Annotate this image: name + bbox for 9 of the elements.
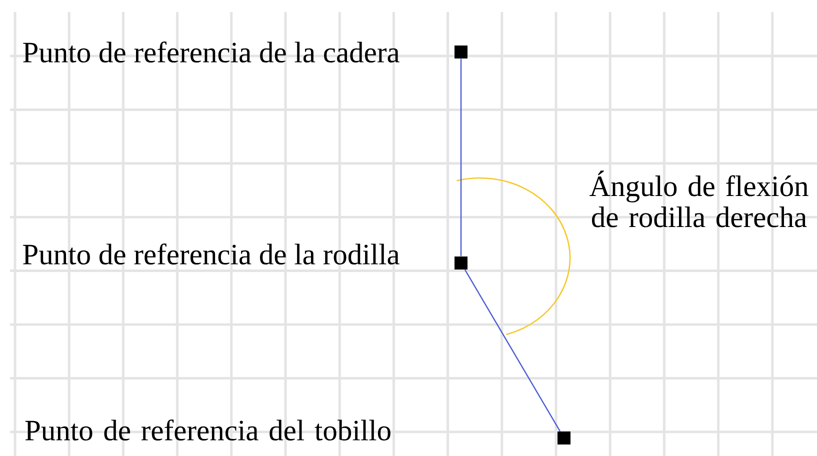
marker-square bbox=[558, 432, 570, 444]
marker-square bbox=[454, 256, 468, 270]
text-label: Ángulo de flexión de rodilla derecha bbox=[590, 170, 808, 228]
point-label: Punto de referencia de la rodilla bbox=[23, 243, 400, 265]
text-label: Punto de referencia del tobillo bbox=[25, 419, 390, 441]
marker-square bbox=[454, 46, 468, 58]
limb-line bbox=[460, 58, 462, 256]
point-label: Punto de referencia de la cadera bbox=[23, 41, 400, 63]
limb-line bbox=[464, 269, 561, 432]
